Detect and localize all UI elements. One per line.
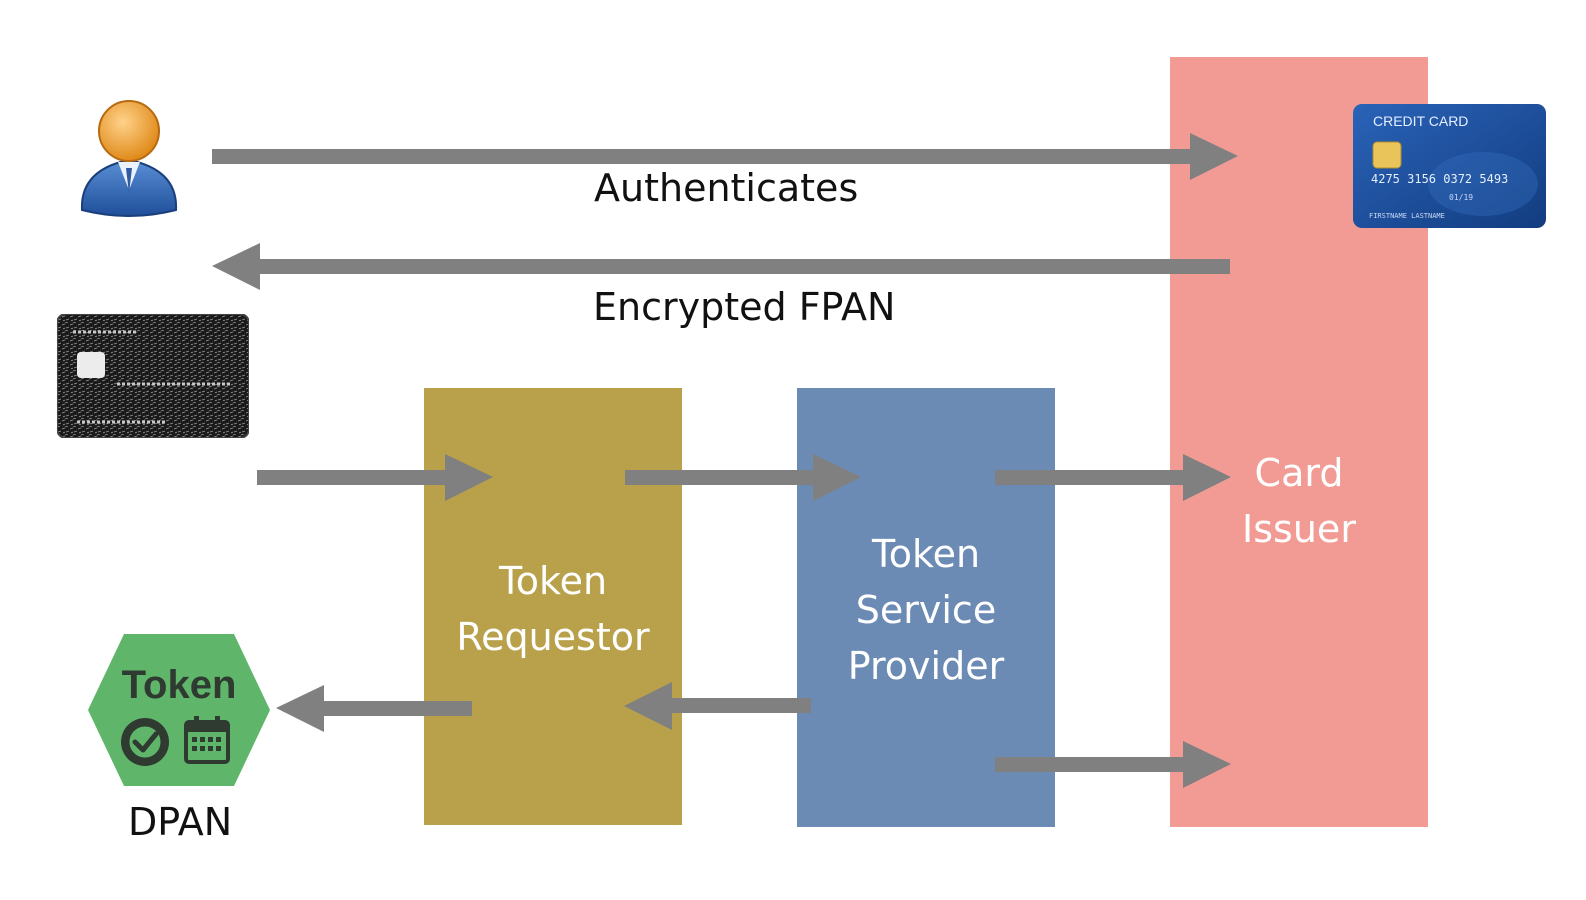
arrow-requestor-to-tsp — [625, 454, 861, 501]
token-badge-label: Token — [122, 663, 237, 707]
arrow-tsp-to-issuer-bottom — [995, 741, 1231, 788]
dpan-label: DPAN — [128, 800, 233, 844]
credit-card-number: 4275 3156 0372 5493 — [1371, 172, 1508, 186]
calendar-icon — [184, 716, 230, 764]
token-requestor-box: Token Requestor — [424, 388, 682, 825]
encrypted-fpan-label: Encrypted FPAN — [593, 285, 896, 329]
credit-card-holder: FIRSTNAME LASTNAME — [1369, 212, 1445, 220]
arrow-requestor-to-dpan — [276, 685, 472, 732]
credit-card-icon: CREDIT CARD 4275 3156 0372 5493 01/19 FI… — [1353, 104, 1546, 228]
credit-card-expiry: 01/19 — [1449, 193, 1473, 202]
authenticates-label: Authenticates — [594, 166, 859, 210]
token-service-provider-label: Token Service Provider — [847, 532, 1005, 688]
check-badge-icon — [121, 718, 169, 766]
token-requestor-label: Token Requestor — [456, 559, 650, 659]
credit-card-title: CREDIT CARD — [1373, 113, 1468, 129]
arrow-tsp-to-requestor — [624, 682, 811, 730]
arrow-encrypted-fpan — [212, 243, 1230, 290]
token-badge: Token — [88, 634, 270, 786]
arrow-card-to-requestor — [257, 454, 493, 501]
user-icon — [80, 100, 178, 217]
arrow-authenticates — [212, 133, 1238, 180]
token-service-provider-box: Token Service Provider — [797, 388, 1055, 827]
card-issuer-label: Card Issuer — [1242, 451, 1356, 551]
encrypted-card-icon — [57, 314, 249, 438]
arrow-tsp-to-issuer-top — [995, 454, 1231, 501]
